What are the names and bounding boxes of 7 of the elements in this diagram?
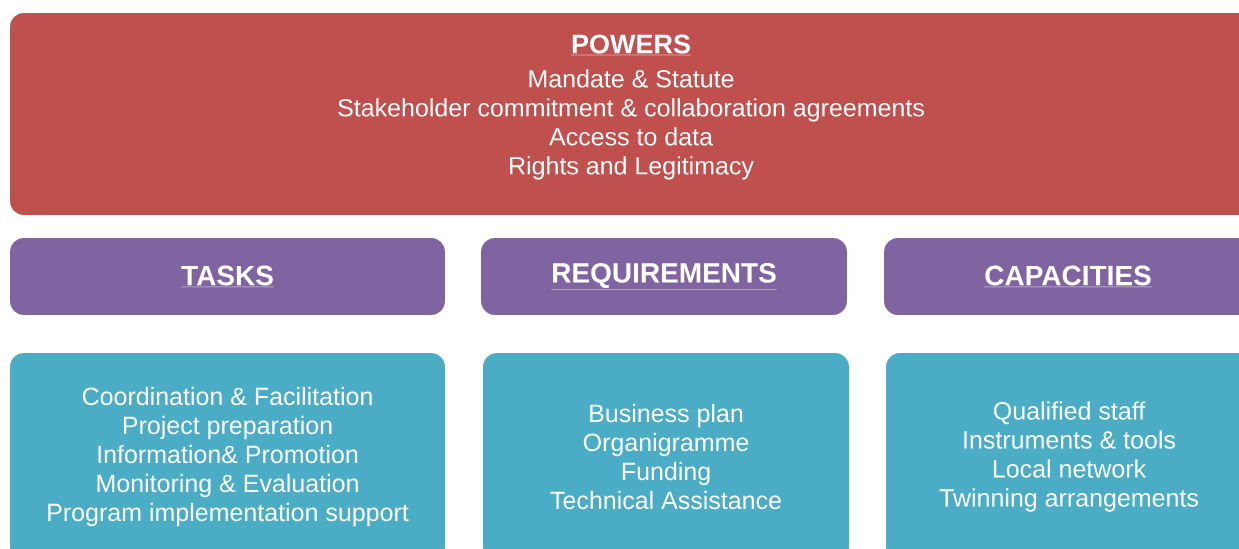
heading-box: CAPACITIES <box>884 238 1239 315</box>
content-box: Qualified staff Instruments & tools Local network Twinning arrangements <box>886 353 1239 549</box>
heading-box: REQUIREMENTS <box>481 238 847 315</box>
heading-box: TASKS <box>10 238 445 315</box>
content-box: Coordination & Facilitation Project preparation Information& Promotion Monitoring & Evaluation Program implementation support <box>10 353 445 549</box>
content-box: Business plan Organigramme Funding Technical Assistance <box>483 353 849 549</box>
powers-box: POWERS Mandate & Statute Stakeholder commitment & collaboration agreements Access to data Rights and Legitimacy <box>10 13 1239 215</box>
